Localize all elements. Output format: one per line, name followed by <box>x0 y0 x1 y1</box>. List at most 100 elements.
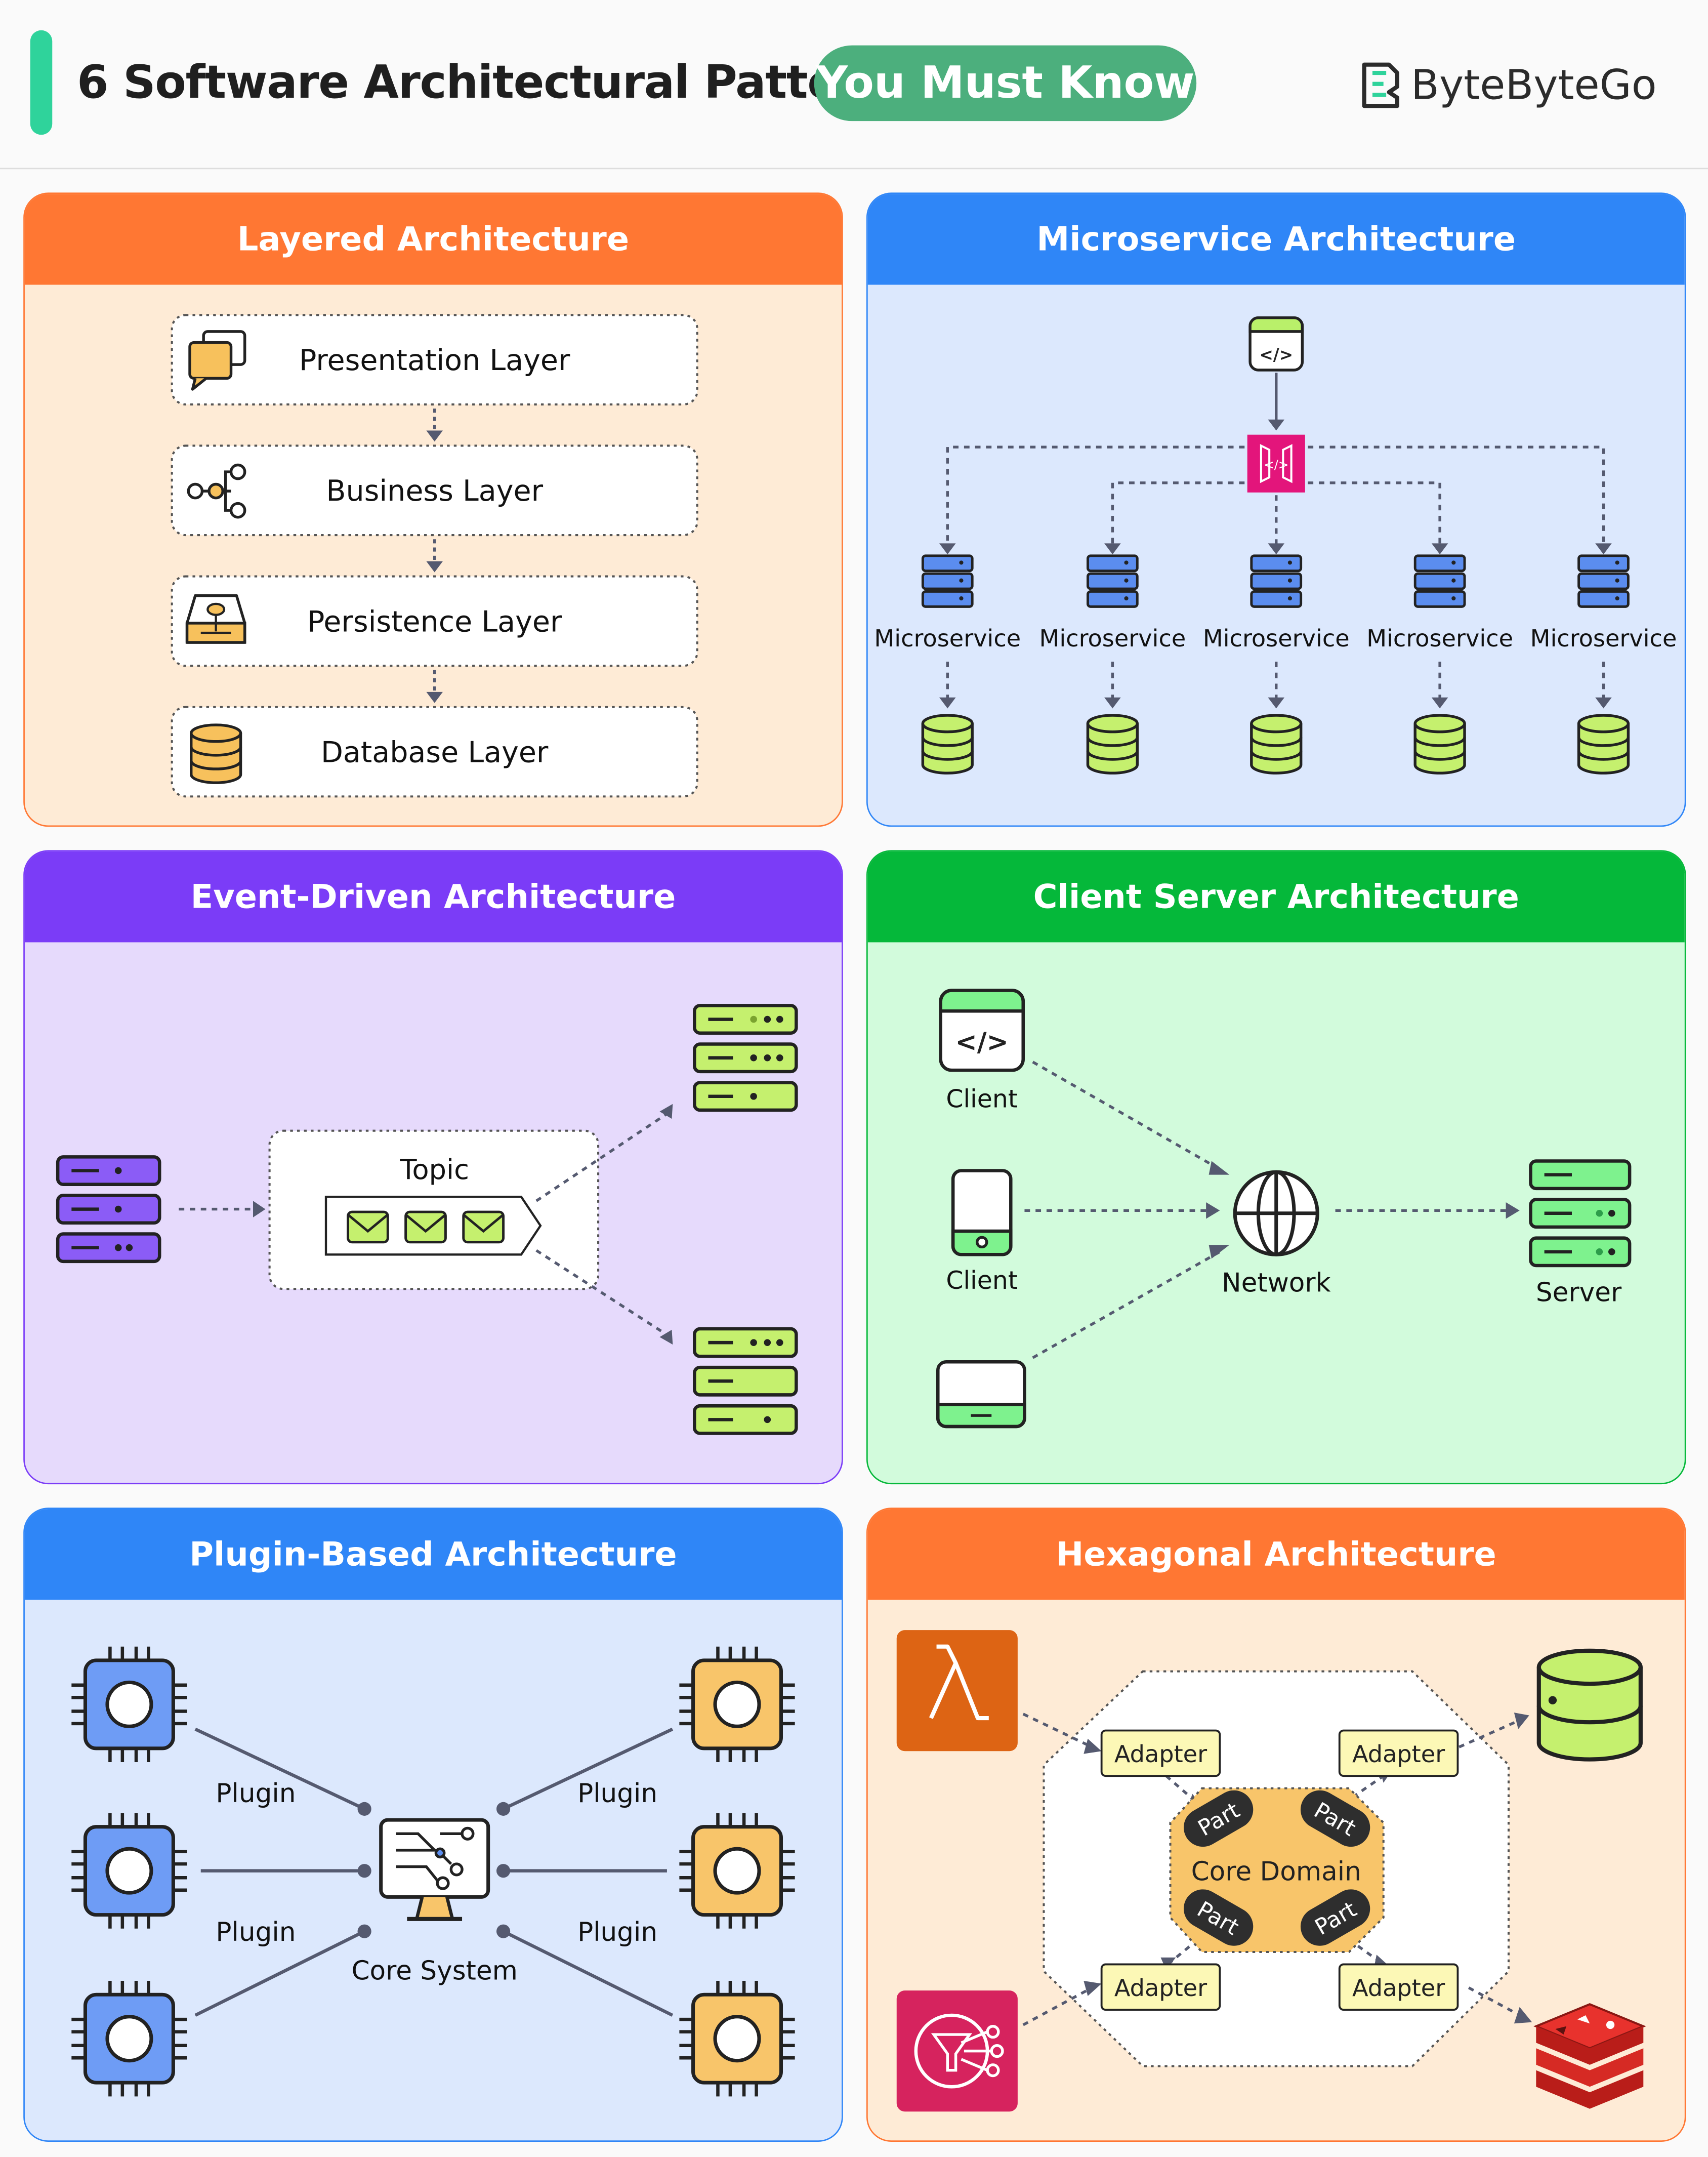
arrow-head <box>426 561 443 573</box>
cache-cube-icon <box>1533 2003 1646 2109</box>
database-icon <box>1086 714 1139 775</box>
adapter-label: Adapter <box>1114 1974 1207 2002</box>
arrow-head <box>426 430 443 442</box>
chip-icon <box>71 1646 187 1762</box>
mobile-phone-icon <box>951 1169 1013 1256</box>
service-label: Microservice <box>1203 625 1350 652</box>
microservice-panel: Microservice Architecture </> </> <box>866 192 1686 827</box>
service-3: Microservice <box>1203 554 1350 775</box>
laptop-icon <box>936 1360 1026 1429</box>
microservice-title: Microservice Architecture <box>867 194 1685 285</box>
topic-label: Topic <box>399 1154 469 1186</box>
adapter-label: Adapter <box>1352 1974 1445 2002</box>
client-server-diagram: </> Client Client <box>936 989 1632 1429</box>
plugin-label: Plugin <box>577 1778 657 1809</box>
layered-diagram: Presentation Layer Business Layer <box>171 314 698 798</box>
adapter-box: Adapter <box>1338 1729 1459 1777</box>
server-icon <box>1577 554 1630 608</box>
server-icon <box>1087 554 1139 608</box>
notification-service-icon <box>896 1990 1018 2112</box>
adapter-label: Adapter <box>1114 1740 1207 1768</box>
service-4: Microservice <box>1366 554 1513 775</box>
arrow-head <box>426 691 443 703</box>
topic-box: Topic <box>268 1129 600 1290</box>
lambda-icon <box>896 1630 1018 1752</box>
code-window-icon: </> <box>939 989 1025 1072</box>
brand-logo: ByteByteGo <box>1359 55 1657 116</box>
svg-text:</>: </> <box>955 1027 1009 1057</box>
brand-name: ByteByteGo <box>1411 61 1657 110</box>
client-label: Client <box>946 1266 1018 1295</box>
gateway-routes <box>946 445 1605 546</box>
adapter-box: Adapter <box>1338 1963 1459 2011</box>
service-2: Microservice <box>1039 554 1186 775</box>
client-server-panel: Client Server Architecture </> Client Cl… <box>866 850 1686 1485</box>
chip-icon <box>679 1981 795 2097</box>
message-envelope-icon <box>347 1210 389 1244</box>
layer-label: Business Layer <box>326 474 543 508</box>
plugin-diagram: Plugin Plugin Plugin Plugin <box>71 1646 795 2097</box>
core-domain-label: Core Domain <box>1191 1857 1361 1887</box>
database-icon <box>1536 1648 1643 1762</box>
chip-icon <box>679 1646 795 1762</box>
server-icon <box>1250 554 1303 608</box>
plugin-label: Plugin <box>577 1917 657 1947</box>
adapter-box: Adapter <box>1100 1729 1221 1777</box>
event-driven-title: Event-Driven Architecture <box>24 851 842 943</box>
plugin-label: Plugin <box>216 1778 296 1809</box>
layer-label: Persistence Layer <box>307 605 562 638</box>
layer-business: Business Layer <box>171 444 698 537</box>
database-icon <box>1413 714 1466 775</box>
hexagonal-title: Hexagonal Architecture <box>867 1509 1685 1600</box>
title-highlight: You Must Know <box>814 45 1197 121</box>
globe-icon <box>1233 1170 1319 1256</box>
hexagonal-diagram: Core Domain Part Part Part Part Adapte <box>896 1630 1646 2112</box>
database-icon <box>190 723 242 784</box>
layer-database: Database Layer <box>171 706 698 798</box>
chip-icon <box>71 1981 187 2097</box>
hexagonal-panel: Hexagonal Architecture <box>866 1508 1686 2142</box>
plugin-panel: Plugin-Based Architecture Plugin Plugin … <box>23 1508 843 2142</box>
message-envelope-icon <box>404 1210 447 1244</box>
page-title: 6 Software Architectural Patterns <box>77 55 918 109</box>
producer-server-icon <box>56 1155 161 1264</box>
client-label: Client <box>946 1085 1018 1114</box>
adapter-label: Adapter <box>1352 1740 1445 1768</box>
api-gateway-icon: </> <box>1247 434 1305 493</box>
service-label: Microservice <box>1530 625 1677 652</box>
plugin-title: Plugin-Based Architecture <box>24 1509 842 1600</box>
client-server-title: Client Server Architecture <box>867 851 1685 943</box>
adapter-box: Adapter <box>1100 1963 1221 2011</box>
chat-icon <box>188 330 246 391</box>
database-icon <box>1577 714 1630 775</box>
core-system-label: Core System <box>351 1956 517 1986</box>
message-envelope-icon <box>462 1210 505 1244</box>
layered-panel: Layered Architecture Presentation Layer <box>23 192 843 827</box>
event-driven-diagram: Topic <box>56 1004 798 1435</box>
chip-icon <box>679 1813 795 1929</box>
client-code-icon: </> <box>1248 316 1304 372</box>
layer-persistence: Persistence Layer <box>171 575 698 667</box>
server-icon <box>1413 554 1466 608</box>
service-label: Microservice <box>874 625 1021 652</box>
service-1: Microservice <box>874 554 1021 775</box>
chip-icon <box>71 1813 187 1929</box>
bytebytego-icon <box>1362 62 1399 108</box>
consumer-server-icon <box>693 1004 798 1112</box>
service-label: Microservice <box>1039 625 1186 652</box>
database-icon <box>1250 714 1303 775</box>
header: 6 Software Architectural Patterns You Mu… <box>0 0 1708 170</box>
server-icon <box>1529 1159 1632 1268</box>
server-label: Server <box>1536 1278 1622 1308</box>
layer-label: Presentation Layer <box>299 344 570 377</box>
consumer-server-icon <box>693 1327 798 1435</box>
server-icon <box>921 554 974 608</box>
monitor-circuit-icon <box>379 1818 490 1921</box>
svg-text:</>: </> <box>1264 458 1288 472</box>
svg-text:</>: </> <box>1259 345 1293 364</box>
workflow-icon <box>187 463 246 519</box>
microservice-diagram: </> </> <box>874 316 1677 775</box>
plugin-label: Plugin <box>216 1917 296 1947</box>
layer-label: Database Layer <box>321 736 549 769</box>
